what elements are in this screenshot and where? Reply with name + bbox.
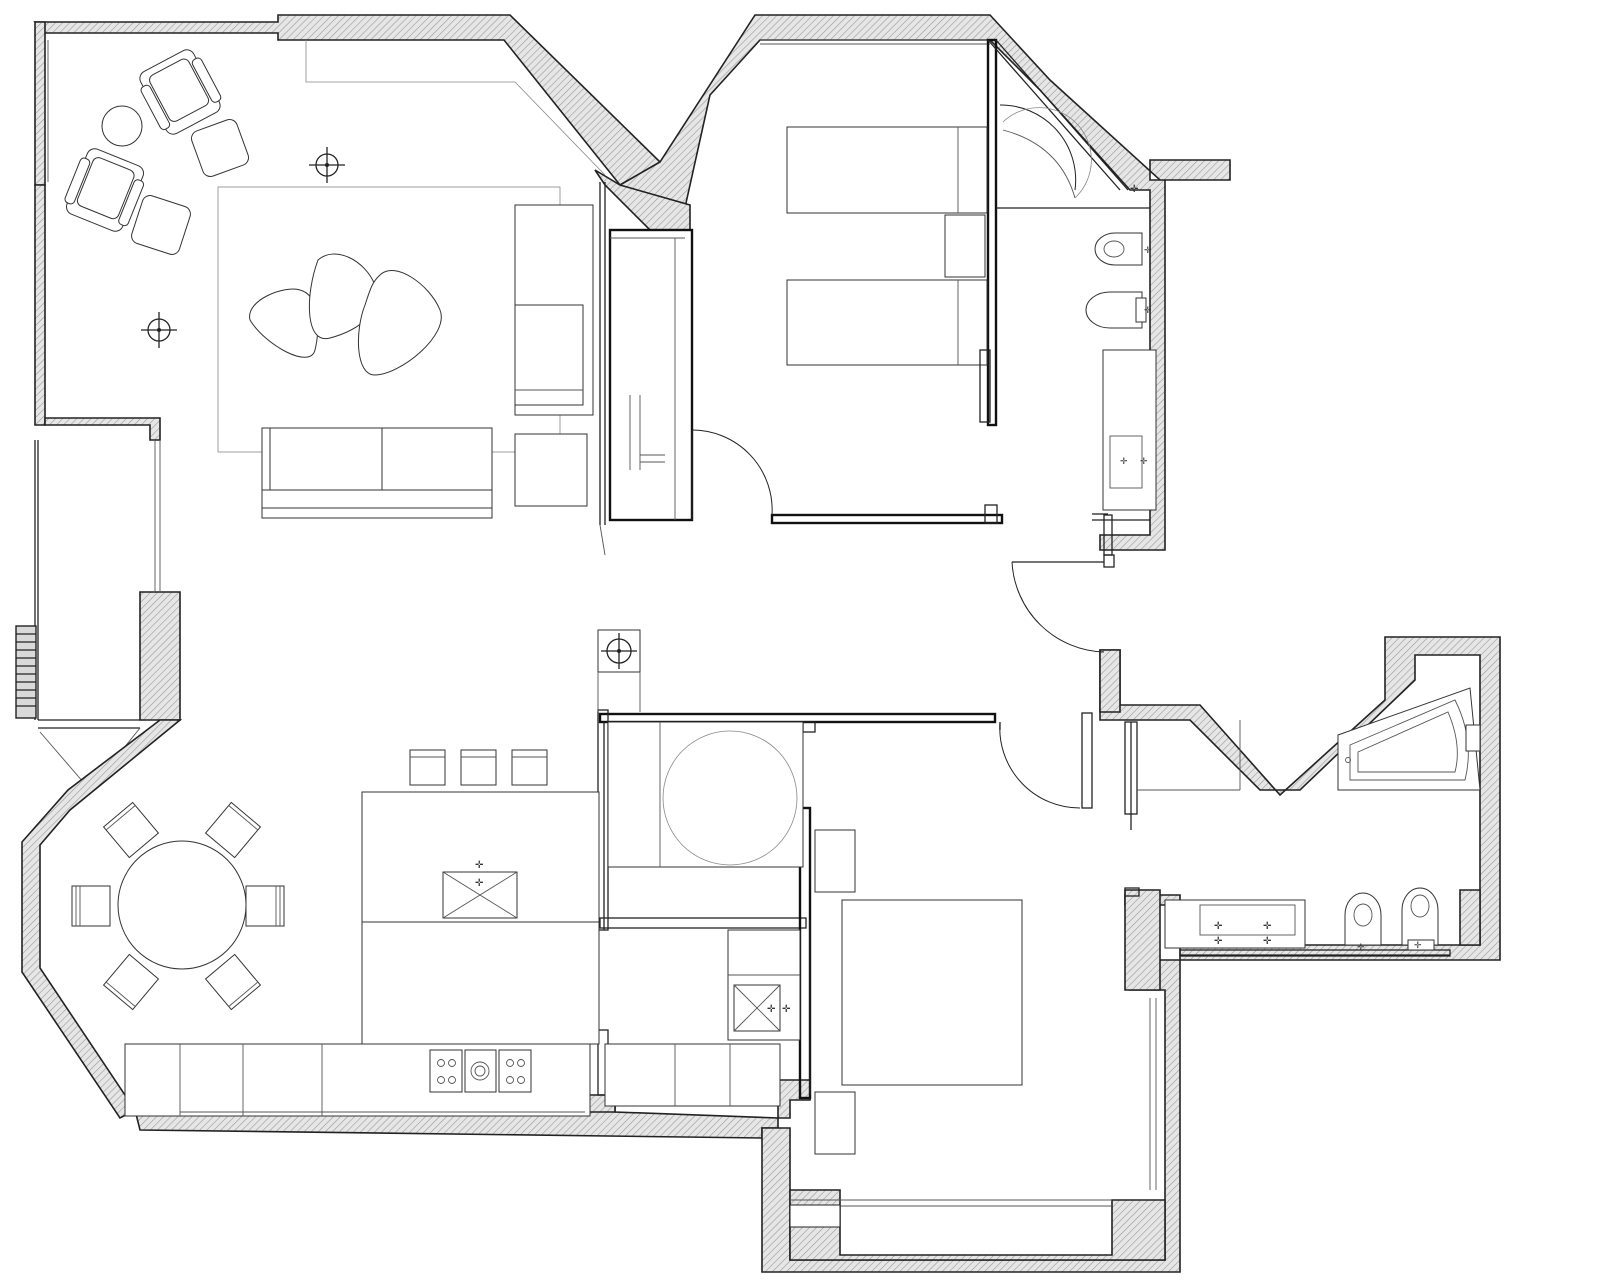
dining-chair[interactable] bbox=[204, 953, 262, 1011]
svg-text:✛: ✛ bbox=[1120, 457, 1128, 467]
side-cabinet[interactable] bbox=[514, 433, 588, 507]
exterior-walls bbox=[15, 14, 1501, 1273]
svg-text:✛: ✛ bbox=[1130, 184, 1139, 195]
double-bed[interactable] bbox=[841, 899, 1023, 1086]
bar-stool[interactable] bbox=[409, 749, 446, 786]
ottoman[interactable] bbox=[129, 193, 192, 256]
doors bbox=[691, 104, 1105, 809]
living-room bbox=[60, 40, 637, 669]
bidet[interactable]: ✛ bbox=[1401, 887, 1439, 951]
wall-living-top bbox=[33, 14, 662, 187]
dining-chair[interactable] bbox=[102, 953, 160, 1011]
sink[interactable]: ✛ ✛ bbox=[442, 860, 518, 919]
dining-chair[interactable] bbox=[245, 885, 285, 927]
shower[interactable]: ✛ ✛ bbox=[727, 929, 801, 1041]
sofa[interactable] bbox=[261, 427, 493, 519]
cooktop[interactable] bbox=[429, 1049, 532, 1093]
svg-text:✛: ✛ bbox=[767, 1004, 776, 1015]
svg-text:✛: ✛ bbox=[1140, 457, 1148, 467]
wall-terrace bbox=[789, 1189, 1166, 1261]
wall-bath-entry bbox=[1099, 649, 1121, 713]
nightstand[interactable] bbox=[814, 829, 856, 893]
bar-stool[interactable] bbox=[511, 749, 548, 786]
door-bath-1-entry[interactable] bbox=[1011, 561, 1105, 653]
vanity-sink[interactable]: ✛ ✛ bbox=[1102, 349, 1157, 511]
ottoman[interactable] bbox=[189, 117, 251, 179]
wall-bath-corner bbox=[1459, 889, 1481, 946]
kitchen-island[interactable]: ✛ ✛ bbox=[361, 791, 600, 1045]
corner-bathtub[interactable] bbox=[1337, 687, 1481, 791]
svg-text:✛: ✛ bbox=[1263, 936, 1272, 947]
armchair[interactable] bbox=[60, 145, 149, 235]
svg-text:✛: ✛ bbox=[475, 878, 484, 889]
coffee-table[interactable] bbox=[249, 253, 442, 376]
single-bed[interactable] bbox=[786, 279, 988, 366]
svg-text:✛: ✛ bbox=[1357, 943, 1365, 953]
wall-living-left bbox=[34, 21, 46, 186]
walk-in-closet[interactable] bbox=[607, 721, 804, 868]
wall-balcony-column bbox=[139, 591, 181, 721]
light-fixture bbox=[141, 312, 177, 348]
toilet[interactable]: ✛ bbox=[1085, 291, 1152, 329]
kitchen-dining: ✛ ✛ bbox=[71, 749, 781, 1117]
dining-chair[interactable] bbox=[102, 801, 160, 859]
door-bedroom-1[interactable] bbox=[691, 429, 773, 520]
dining-chair[interactable] bbox=[204, 801, 262, 859]
double-sink[interactable]: ✛ ✛ ✛ ✛ bbox=[1164, 899, 1306, 949]
svg-text:✛: ✛ bbox=[1144, 306, 1152, 316]
interior-walls bbox=[597, 38, 1451, 1100]
shower[interactable]: ✛ bbox=[1002, 107, 1139, 199]
wardrobe-partition bbox=[608, 228, 694, 522]
bar-stool[interactable] bbox=[460, 749, 497, 786]
svg-text:✛: ✛ bbox=[1214, 936, 1223, 947]
armchair[interactable] bbox=[134, 45, 227, 139]
master-bedroom: ✛ ✛ bbox=[607, 721, 1023, 1155]
wall-bath-lower bbox=[1124, 889, 1161, 991]
wall-balcony bbox=[44, 417, 161, 441]
wall-bedroom-top bbox=[618, 14, 1231, 551]
svg-text:✛: ✛ bbox=[1263, 921, 1272, 932]
svg-text:✛: ✛ bbox=[475, 860, 484, 871]
door-ensuite[interactable] bbox=[999, 104, 1077, 191]
dining-chair[interactable] bbox=[71, 885, 111, 927]
svg-text:✛: ✛ bbox=[782, 1004, 791, 1015]
door-master-bedroom[interactable] bbox=[999, 721, 1081, 809]
light-fixture bbox=[309, 147, 345, 183]
light-fixture bbox=[601, 633, 637, 669]
wardrobe[interactable] bbox=[979, 349, 991, 423]
sideboard[interactable] bbox=[514, 204, 594, 416]
bidet[interactable]: ✛ bbox=[1094, 232, 1152, 266]
nightstand[interactable] bbox=[944, 214, 986, 278]
master-top-wall bbox=[598, 712, 997, 724]
bedroom-bath-partition bbox=[986, 38, 998, 427]
round-dining-table[interactable] bbox=[117, 840, 247, 970]
bedroom-twin bbox=[786, 126, 991, 423]
toilet[interactable]: ✛ bbox=[1344, 892, 1382, 953]
svg-text:✛: ✛ bbox=[1414, 941, 1422, 951]
side-table[interactable] bbox=[101, 105, 143, 147]
ensuite-bathroom-1: ✛ ✛ ✛ ✛ ✛ bbox=[1002, 107, 1157, 511]
bedroom-bottom-wall bbox=[770, 513, 1004, 525]
wall-living-left-lower bbox=[34, 184, 46, 426]
nightstand[interactable] bbox=[814, 1091, 856, 1155]
single-bed[interactable] bbox=[786, 126, 988, 214]
balcony-railing bbox=[15, 625, 37, 719]
svg-text:✛: ✛ bbox=[1214, 921, 1223, 932]
svg-text:✛: ✛ bbox=[1144, 246, 1152, 256]
main-bathroom: ✛ ✛ ✛ ✛ ✛ ✛ bbox=[1164, 687, 1481, 953]
